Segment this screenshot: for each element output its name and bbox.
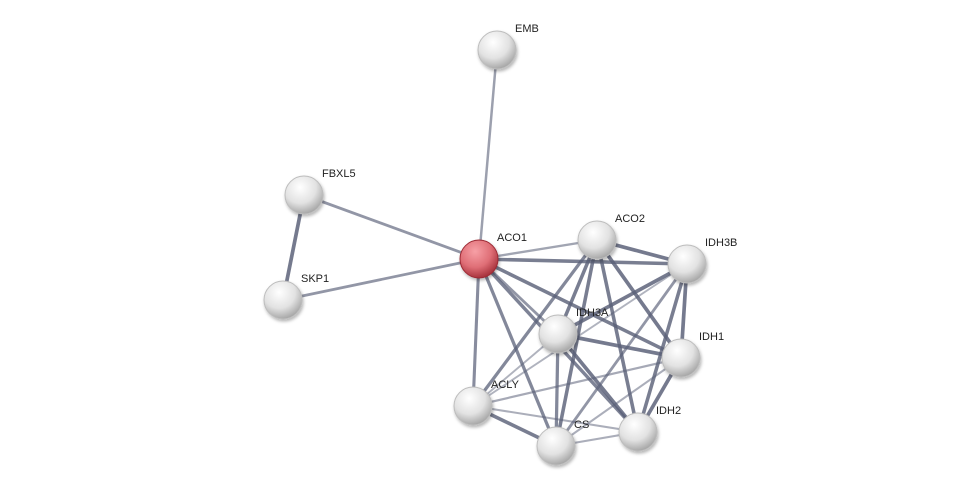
edge-idh1-cs[interactable] xyxy=(555,357,682,447)
node-aco1[interactable]: ACO1 xyxy=(459,232,527,279)
node-label: SKP1 xyxy=(301,273,329,285)
node-sphere[interactable] xyxy=(477,30,517,70)
edge-aco2-idh2[interactable] xyxy=(595,239,640,433)
edge-idh3a-idh2[interactable] xyxy=(556,332,640,434)
node-sphere[interactable] xyxy=(284,175,324,215)
node-idh1[interactable]: IDH1 xyxy=(661,331,724,378)
edge-emb-aco1[interactable] xyxy=(477,49,499,260)
node-sphere[interactable] xyxy=(453,386,493,426)
node-sphere[interactable] xyxy=(459,239,499,279)
node-idh3a[interactable]: IDH3A xyxy=(538,307,609,354)
node-emb[interactable]: EMB xyxy=(477,23,539,70)
node-sphere[interactable] xyxy=(661,338,701,378)
node-sphere[interactable] xyxy=(536,426,576,466)
edge-aco1-cs[interactable] xyxy=(477,258,558,447)
edge-idh3b-idh2[interactable] xyxy=(636,263,689,433)
edge-fbxl5-aco1[interactable] xyxy=(303,193,480,261)
edge-skp1-aco1[interactable] xyxy=(282,257,480,302)
edge-idh3b-acly[interactable] xyxy=(472,263,688,407)
node-cs[interactable]: CS xyxy=(536,419,589,466)
edge-idh3b-idh3a[interactable] xyxy=(557,262,688,336)
node-label: ACLY xyxy=(491,379,520,391)
node-sphere[interactable] xyxy=(263,280,303,320)
node-label: EMB xyxy=(515,23,539,35)
edge-idh3b-cs[interactable] xyxy=(554,263,689,447)
node-fbxl5[interactable]: FBXL5 xyxy=(284,168,356,215)
edge-idh1-acly[interactable] xyxy=(472,356,682,408)
node-sphere[interactable] xyxy=(577,220,617,260)
edge-idh3a-idh1[interactable] xyxy=(557,332,682,360)
node-label: IDH3A xyxy=(576,307,609,319)
node-aco2[interactable]: ACO2 xyxy=(577,213,645,260)
node-sphere[interactable] xyxy=(618,412,658,452)
node-label: ACO2 xyxy=(615,213,645,225)
edge-aco1-aco2[interactable] xyxy=(478,238,598,261)
node-sphere[interactable] xyxy=(538,314,578,354)
node-label: IDH2 xyxy=(656,405,681,417)
node-sphere[interactable] xyxy=(667,244,707,284)
node-idh2[interactable]: IDH2 xyxy=(618,405,681,452)
edge-acly-idh2[interactable] xyxy=(472,404,639,434)
node-label: IDH1 xyxy=(699,331,724,343)
edge-aco2-cs[interactable] xyxy=(554,239,599,447)
edge-aco2-acly[interactable] xyxy=(471,239,599,407)
edge-aco1-acly[interactable] xyxy=(471,258,481,407)
node-label: IDH3B xyxy=(705,237,737,249)
node-label: ACO1 xyxy=(497,232,527,244)
node-idh3b[interactable]: IDH3B xyxy=(667,237,737,284)
node-skp1[interactable]: SKP1 xyxy=(263,273,329,320)
node-label: CS xyxy=(574,419,589,431)
edge-aco1-idh3b[interactable] xyxy=(478,257,688,266)
node-label: FBXL5 xyxy=(322,168,356,180)
edge-aco1-idh1[interactable] xyxy=(478,257,682,360)
node-acly[interactable]: ACLY xyxy=(453,379,520,426)
